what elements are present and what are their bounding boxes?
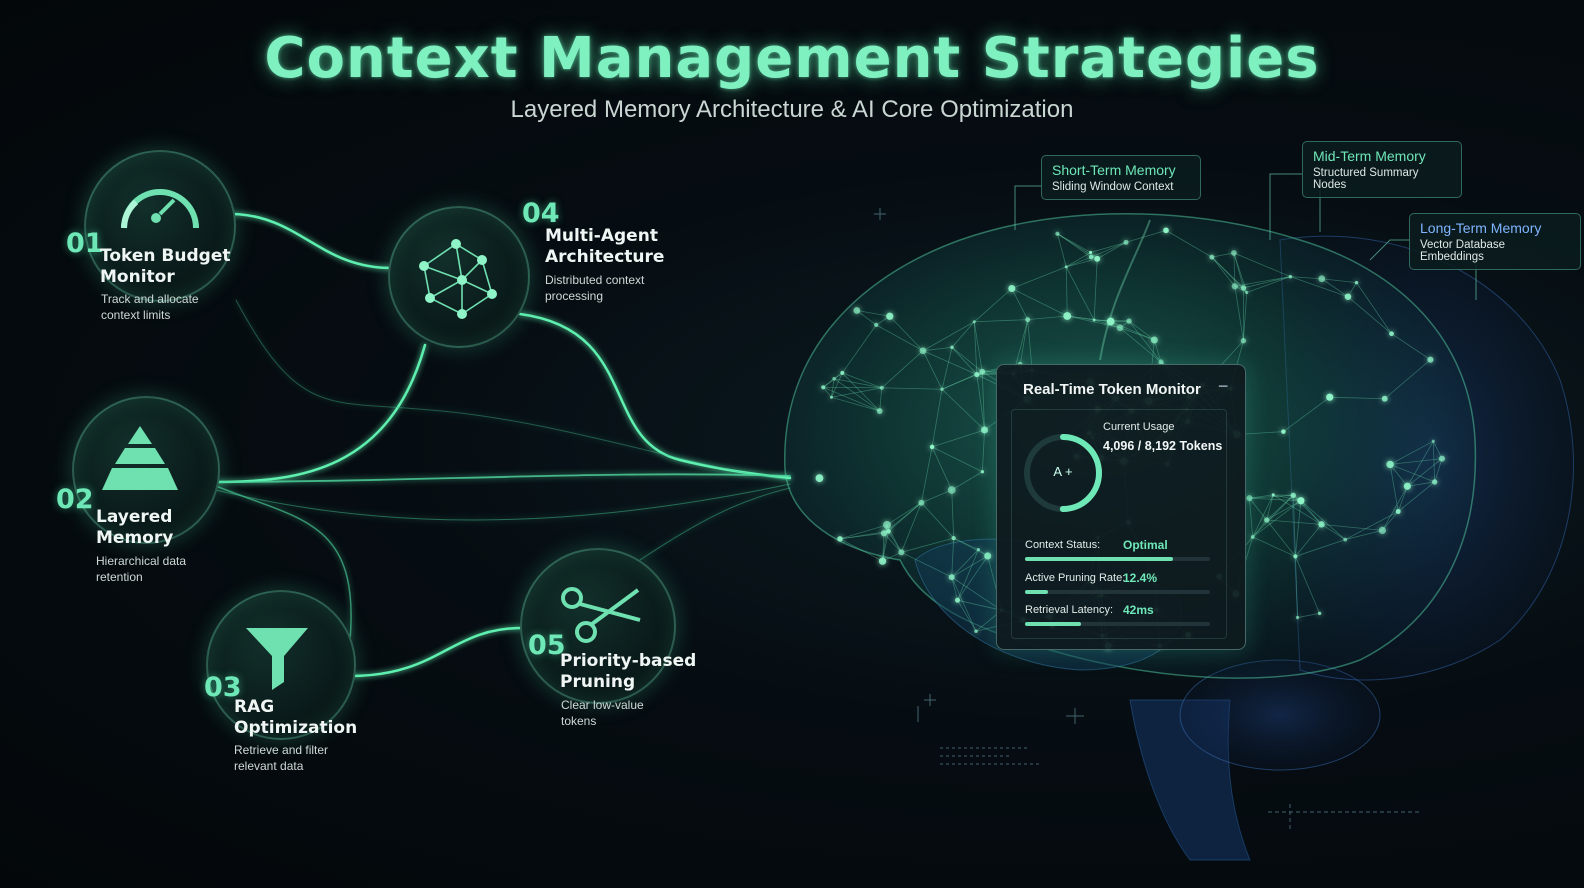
memory-layer-title: Long-Term Memory: [1420, 220, 1542, 236]
context-status-label: Context Status:: [1025, 539, 1101, 551]
callout-lines: [1014, 173, 1477, 300]
context-status-value: Optimal: [1123, 538, 1168, 552]
strategy-number: 02: [56, 484, 94, 515]
rag-optimization-node[interactable]: [206, 590, 356, 740]
pyramid-icon: [102, 426, 178, 490]
strategy-number: 05: [528, 630, 566, 661]
memory-layer-subtitle: Vector Database Embeddings: [1420, 239, 1506, 263]
usage-ring: [1021, 431, 1105, 515]
strategy-number: 04: [522, 198, 560, 229]
network-graph-icon: [419, 239, 497, 319]
panel-body: [1011, 409, 1227, 639]
token-monitor-panel: Real-Time Token Monitor ─ A + Current Us…: [996, 364, 1246, 650]
page-title: Context Management Strategies: [264, 26, 1320, 91]
connector-wires: [214, 212, 792, 678]
current-usage-label: Current Usage: [1103, 421, 1175, 433]
memory-layer-title: Short-Term Memory: [1052, 162, 1176, 178]
menu-icon[interactable]: ─: [1219, 379, 1228, 395]
memory-layer-subtitle: Structured Summary Nodes: [1313, 167, 1419, 191]
memory-layer-title: Mid-Term Memory: [1313, 148, 1426, 164]
pruning-rate-bar: [1025, 590, 1210, 594]
layered-memory-node[interactable]: [72, 396, 220, 544]
ring-label: A +: [1053, 464, 1073, 479]
gauge-icon: [121, 189, 199, 229]
token-budget-node[interactable]: [84, 150, 236, 302]
retrieval-latency-bar: [1025, 622, 1210, 626]
mid-term-memory-callout: Mid-Term Memory Structured Summary Nodes: [1302, 141, 1462, 198]
hud-decorations: [874, 208, 1420, 830]
strategy-number: 01: [66, 228, 104, 259]
memory-layer-subtitle: Sliding Window Context: [1052, 181, 1174, 193]
context-status-bar: [1025, 557, 1210, 561]
current-usage-value: 4,096 / 8,192 Tokens: [1103, 439, 1223, 453]
retrieval-latency-value: 42ms: [1123, 603, 1154, 617]
strategy-number: 03: [204, 672, 242, 703]
funnel-icon: [246, 628, 308, 690]
pruning-rate-value: 12.4%: [1123, 571, 1158, 585]
retrieval-latency-label: Retrieval Latency:: [1025, 604, 1114, 616]
short-term-memory-callout: Short-Term Memory Sliding Window Context: [1041, 155, 1201, 200]
page-subtitle: Layered Memory Architecture & AI Core Op…: [510, 96, 1074, 123]
scissors-icon: [561, 587, 641, 643]
multi-agent-node[interactable]: [388, 206, 530, 348]
panel-title: Real-Time Token Monitor: [1023, 381, 1201, 398]
priority-pruning-node[interactable]: [520, 548, 676, 704]
long-term-memory-callout: Long-Term Memory Vector Database Embeddi…: [1409, 213, 1581, 270]
pruning-rate-label: Active Pruning Rate:: [1025, 572, 1126, 584]
